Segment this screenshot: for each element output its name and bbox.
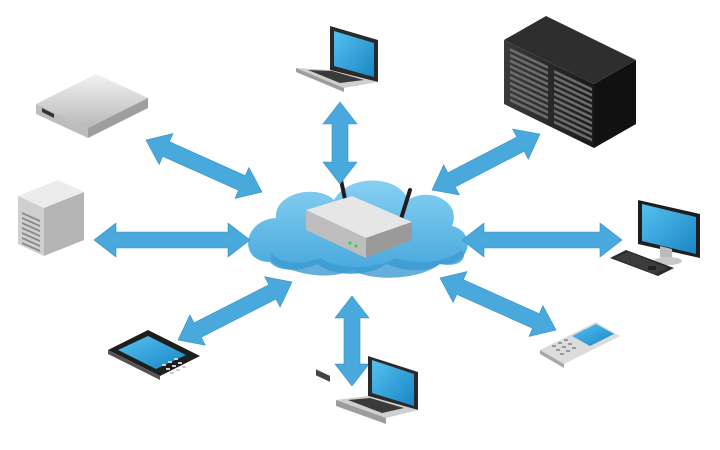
vent-slot (22, 222, 40, 232)
connection-arrows (93, 101, 623, 387)
arrow-tablet-icon (177, 276, 293, 346)
rack-slot (554, 81, 592, 103)
rack-slot (554, 86, 592, 108)
arrow-desktop-icon (461, 222, 623, 258)
tower-server-icon (18, 180, 84, 256)
tablet-icon (108, 330, 200, 380)
desktop-computer-icon (610, 200, 700, 276)
rack-slot (510, 70, 548, 92)
vent-slot (22, 232, 40, 242)
arrow-tower-icon (93, 222, 251, 258)
rack-slot (554, 114, 592, 136)
rack-server-icon (36, 74, 148, 138)
network-hub (248, 154, 468, 382)
laptop-bottom-icon (336, 356, 418, 424)
rack-slot (510, 87, 548, 109)
rack-slot (510, 53, 548, 75)
vent-slot (22, 212, 40, 222)
arrow-server-rack-icon (431, 128, 541, 196)
arrow-rack-server-icon (145, 133, 263, 199)
rack-slot (510, 59, 548, 81)
rack-slot (554, 92, 592, 114)
router-icon (306, 154, 412, 382)
vent-slot (22, 237, 40, 247)
rack-slot (510, 76, 548, 97)
vent-slot (22, 217, 40, 227)
rack-slot (510, 64, 548, 86)
rack-slot (554, 98, 592, 119)
rack-slot (554, 109, 592, 131)
rack-slot (554, 70, 592, 91)
arrow-phone-icon (439, 271, 557, 337)
mobile-phone-icon (540, 322, 620, 368)
vent-slot (22, 242, 40, 252)
laptop-top-icon (296, 26, 378, 92)
rack-slot (554, 120, 592, 142)
arrow-laptop-bottom-icon (334, 295, 370, 387)
rack-slot (510, 92, 548, 114)
arrow-laptop-top-icon (322, 101, 358, 185)
vent-slot (22, 227, 40, 237)
rack-slot (510, 98, 548, 120)
server-rack-icon (504, 16, 636, 148)
rack-slot (510, 81, 548, 103)
rack-slot (554, 103, 592, 125)
rack-slot (510, 48, 548, 69)
rack-slot (554, 75, 592, 97)
